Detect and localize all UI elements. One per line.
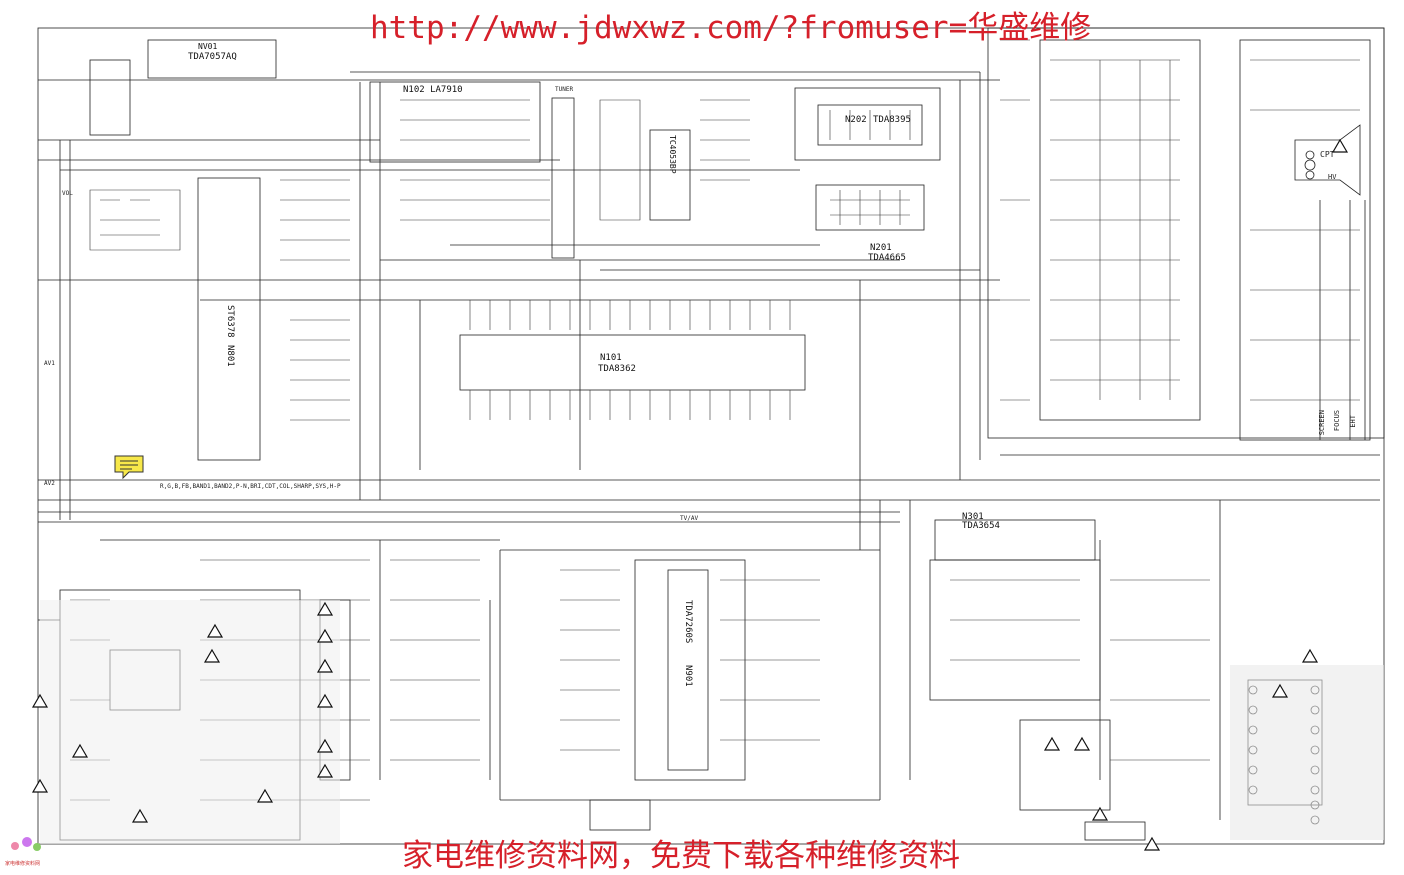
focus-label: FOCUS	[1333, 410, 1341, 432]
ic-tc4053-part: TC4053BP	[668, 135, 677, 174]
note-icon[interactable]	[114, 455, 144, 480]
screen-label: SCREEN	[1318, 410, 1326, 436]
ic-n101-ref: N101	[600, 353, 622, 363]
av2-label: AV2	[44, 480, 55, 487]
ic-n801-box	[197, 177, 261, 461]
cpt-label: CPT	[1320, 150, 1335, 159]
ic-n201-part: TDA4665	[868, 253, 906, 263]
ic-n801-part: ST6378	[225, 305, 235, 338]
ic-n202-ref: N202	[845, 115, 867, 125]
ic-n901-ref: N901	[683, 665, 693, 687]
eht-label: EHT	[1349, 415, 1357, 428]
logo-text: 家电维修资料网	[5, 861, 41, 867]
ic-n102-label: N102 LA7910	[403, 85, 463, 95]
ic-n601-part: TDA7057AQ	[188, 52, 237, 62]
ic-n201-box	[815, 184, 925, 231]
ic-n202-part: TDA8395	[873, 115, 911, 125]
ic-n601-box	[147, 39, 277, 79]
watermark-url: http://www.jdwxwz.com/?fromuser=华盛维修	[370, 10, 1092, 46]
ic-n201-ref: N201	[870, 243, 892, 253]
watermark-caption: 家电维修资料网，免费下载各种维修资料	[402, 838, 960, 874]
av1-label: AV1	[44, 360, 55, 367]
site-logo: 家电维修资料网	[5, 828, 45, 867]
tuner-label: TUNER	[555, 86, 574, 93]
vol-label: VOL	[62, 190, 73, 197]
ic-n601-ref: NV01	[198, 42, 218, 51]
tuner-box	[551, 97, 575, 259]
ic-n101-part: TDA8362	[598, 364, 636, 374]
control-bus-label: R,G,B,FB,BAND1,BAND2,P-N,BRI,CDT,COL,SHA…	[160, 483, 341, 490]
ic-n401-box	[667, 569, 709, 771]
crt-board	[987, 27, 1385, 439]
ic-n301-part: TDA3654	[962, 521, 1000, 531]
cpt-socket	[1294, 124, 1361, 196]
ic-n301-box	[934, 519, 1096, 561]
ic-n801-ref: N801	[225, 345, 235, 367]
ic-n101-box	[459, 334, 806, 391]
tv-av-label: TV/AV	[680, 515, 699, 522]
ic-n202-box	[817, 104, 923, 146]
ic-n301-ref: N301	[962, 512, 984, 522]
hv-label: HV	[1328, 173, 1337, 181]
logo-mark	[11, 837, 41, 851]
ic-n401-part: TDA7260S	[683, 600, 693, 644]
